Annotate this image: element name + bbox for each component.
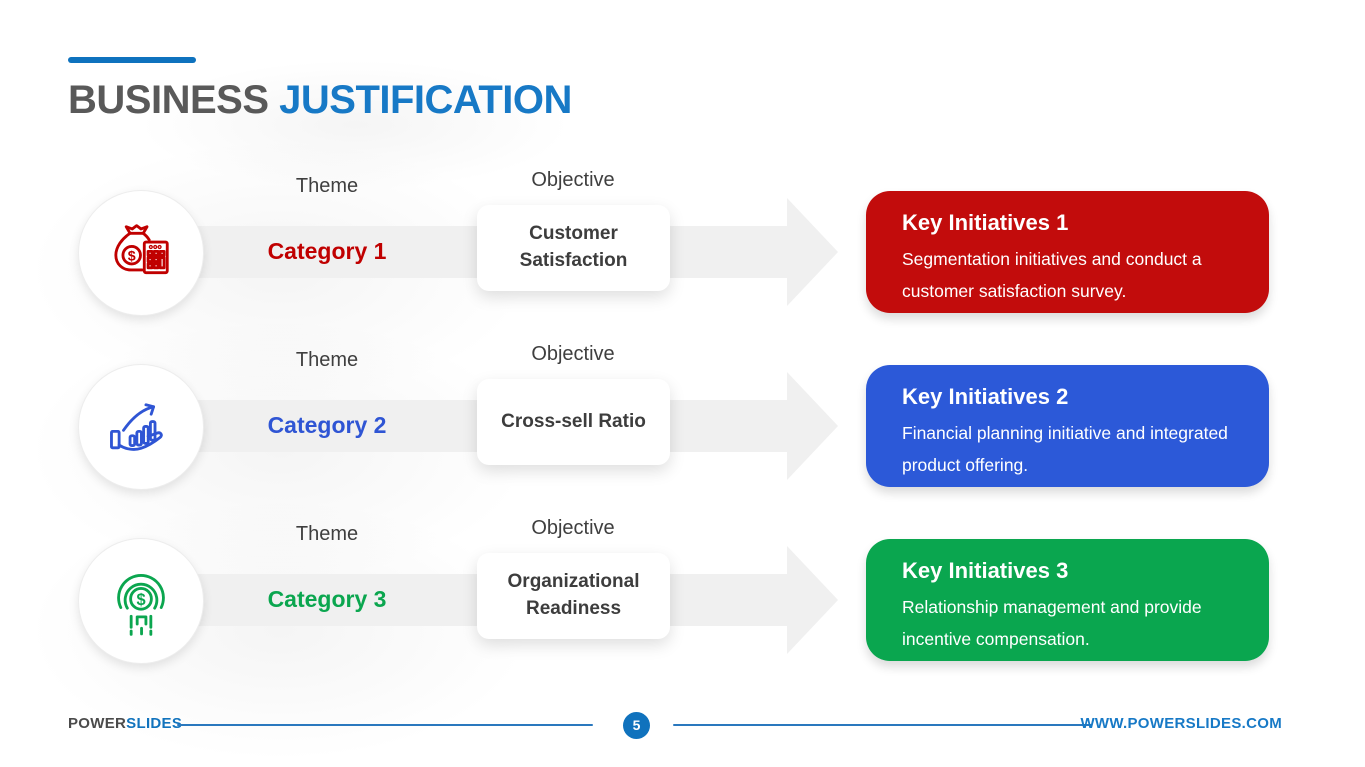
gray-arrowhead	[787, 372, 838, 480]
idea-dollar-icon: $	[106, 566, 176, 636]
objective-text: Customer Satisfaction	[519, 223, 628, 271]
key-initiatives-3-box: Key Initiatives 3 Relationship managemen…	[866, 539, 1269, 661]
key-initiatives-body: Segmentation initiatives and conduct a c…	[902, 249, 1202, 302]
objective-text: Cross-sell Ratio	[501, 410, 646, 432]
key-initiatives-title: Key Initiatives 1	[902, 210, 1069, 235]
objective-label: Objective	[531, 343, 615, 365]
footer-divider-left	[177, 724, 593, 726]
brand-part1: POWER	[68, 715, 127, 732]
category-1-label: Category 1	[267, 238, 387, 264]
gray-arrow-band	[140, 226, 787, 278]
page-title-part2: JUSTIFICATION	[279, 78, 572, 122]
theme-label: Theme	[295, 349, 359, 371]
icon-circle: $	[78, 538, 204, 664]
objective-text: Organizational Readiness	[507, 571, 640, 619]
objective-label: Objective	[531, 517, 615, 539]
category-2-label: Category 2	[267, 412, 387, 438]
powerslides-logo: POWERSLIDES	[68, 715, 182, 732]
objective-box: Cross-sell Ratio	[477, 379, 670, 465]
page-title-part1: BUSINESS	[68, 78, 269, 122]
key-initiatives-title: Key Initiatives 3	[902, 558, 1069, 583]
row-category-3: $ Theme Category 3 Objective Organizatio…	[0, 513, 1365, 687]
theme-label: Theme	[295, 523, 359, 545]
row-category-2: Theme Category 2 Objective Cross-sell Ra…	[0, 339, 1365, 513]
brand-part2: SLIDES	[126, 715, 183, 732]
svg-text:$: $	[128, 248, 136, 264]
icon-circle	[78, 364, 204, 490]
key-initiatives-title: Key Initiatives 2	[902, 384, 1069, 409]
gray-arrow-band	[140, 574, 787, 626]
gray-arrow-band	[140, 400, 787, 452]
objective-box: Organizational Readiness	[477, 553, 670, 639]
row-category-1: $ Theme Category 1 Objective Customer Sa…	[0, 165, 1365, 339]
money-bag-calculator-icon: $	[106, 218, 176, 288]
growth-hand-icon	[106, 392, 176, 462]
key-initiatives-2-box: Key Initiatives 2 Financial planning ini…	[866, 365, 1269, 487]
key-initiatives-1-box: Key Initiatives 1 Segmentation initiativ…	[866, 191, 1269, 313]
title-accent-rule	[68, 57, 196, 63]
website-link[interactable]: WWW.POWERSLIDES.COM	[1080, 715, 1282, 732]
page-number-badge: 5	[623, 712, 650, 739]
svg-text:$: $	[136, 591, 145, 609]
key-initiatives-body: Relationship management and provide ince…	[902, 597, 1202, 650]
key-initiatives-body: Financial planning initiative and integr…	[902, 423, 1228, 476]
icon-circle: $	[78, 190, 204, 316]
gray-arrowhead	[787, 546, 838, 654]
objective-box: Customer Satisfaction	[477, 205, 670, 291]
gray-arrowhead	[787, 198, 838, 306]
footer-divider-right	[673, 724, 1092, 726]
objective-label: Objective	[531, 169, 615, 191]
theme-label: Theme	[295, 175, 359, 197]
category-3-label: Category 3	[267, 586, 387, 612]
page-title: BUSINESS JUSTIFICATION	[68, 78, 572, 123]
